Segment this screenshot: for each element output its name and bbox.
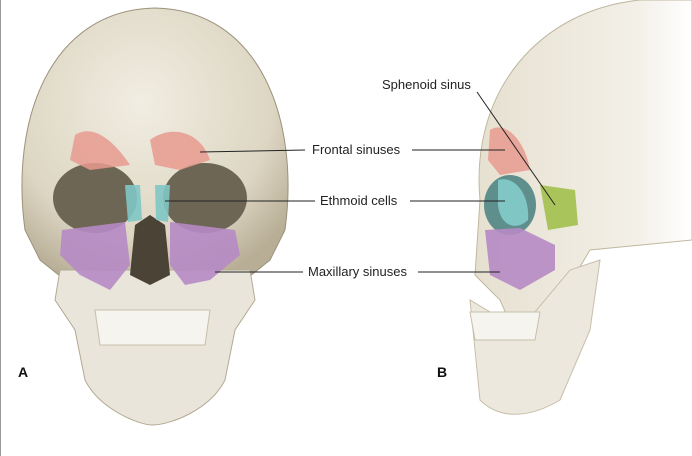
frontal-sinus-right [70, 131, 130, 170]
nasal-cavity [130, 215, 170, 285]
leader-sphenoid [476, 91, 556, 206]
label-sphenoid-sinus: Sphenoid sinus [382, 77, 471, 92]
label-maxillary-sinuses: Maxillary sinuses [308, 264, 407, 279]
orbit-right [53, 163, 137, 233]
frontal-sinus-lateral [488, 127, 530, 175]
panel-label-a: A [18, 364, 29, 380]
ethmoid-cells-left [155, 185, 170, 222]
panel-label-b: B [437, 364, 448, 380]
maxillary-sinus-left [170, 222, 240, 285]
label-frontal-sinuses: Frontal sinuses [312, 142, 401, 157]
maxillary-sinus-lateral [485, 228, 555, 290]
leader-frontal-a [199, 149, 306, 153]
skull-lateral-view [469, 0, 692, 415]
leader-lines [165, 91, 556, 273]
skull-frontal-view [21, 7, 289, 426]
ethmoid-cells-right [125, 185, 142, 222]
label-ethmoid-cells: Ethmoid cells [320, 193, 398, 208]
frontal-sinus-left [150, 131, 210, 170]
ethmoid-cells-lateral [498, 179, 529, 226]
maxillary-sinus-right [60, 222, 130, 290]
orbit-left [163, 163, 247, 233]
teeth [94, 309, 211, 346]
teeth-lateral [469, 311, 541, 341]
